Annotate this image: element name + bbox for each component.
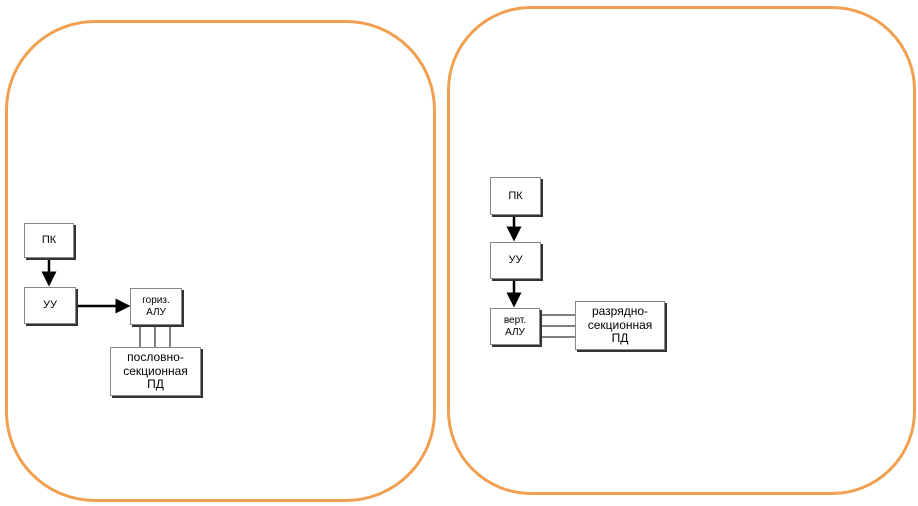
- left-pk-box: ПК: [24, 223, 74, 258]
- right-uu-box: УУ: [490, 242, 541, 279]
- left-memory-box: пословно- секционная ПД: [110, 347, 201, 396]
- right-memory-label-line1: разрядно-: [591, 303, 649, 318]
- left-uu-box: УУ: [24, 287, 76, 324]
- right-pk-box: ПК: [490, 177, 541, 215]
- right-memory-label-line2: секционная: [587, 317, 653, 332]
- left-pk-label: ПК: [41, 234, 57, 247]
- left-alu-box: гориз. АЛУ: [130, 288, 182, 325]
- right-memory-box: разрядно- секционная ПД: [575, 301, 665, 350]
- left-memory-label-line1: пословно-: [127, 349, 184, 364]
- right-pk-label: ПК: [508, 189, 523, 202]
- right-alu-box: верт. АЛУ: [490, 308, 540, 345]
- left-memory-label-line2: секционная: [123, 363, 188, 378]
- right-alu-label-line1: верт.: [503, 315, 527, 326]
- right-alu-label-line2: АЛУ: [505, 326, 525, 338]
- right-memory-label-line3: ПД: [611, 331, 629, 346]
- left-alu-label-line1: гориз.: [142, 295, 170, 306]
- left-diagram-frame: [5, 20, 436, 502]
- left-alu-label-line2: АЛУ: [146, 306, 166, 318]
- left-uu-label: УУ: [43, 299, 57, 312]
- left-memory-label-line3: ПД: [147, 377, 164, 392]
- right-uu-label: УУ: [508, 254, 523, 267]
